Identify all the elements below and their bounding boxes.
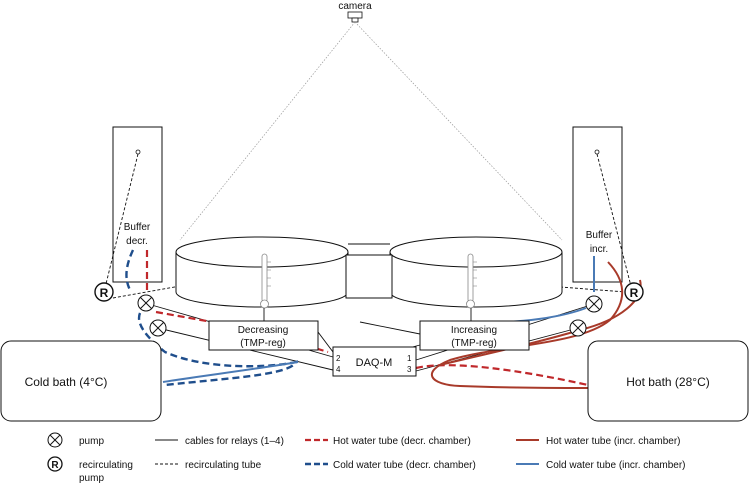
buffer-incr-sensor: [594, 149, 600, 155]
chamber-connector: [345, 254, 393, 299]
decreasing-regulator-box: [208, 320, 319, 351]
camera-view-lines: [179, 21, 563, 241]
buffer-decr-label-2: decr.: [126, 236, 148, 247]
increasing-label-1: Increasing: [451, 325, 497, 336]
increasing-chamber: [389, 252, 563, 308]
legend: pump R recirculating pump cables for rel…: [47, 432, 686, 484]
camera-label: camera: [338, 1, 372, 12]
legend-cold-decr-label: Cold water tube (decr. chamber): [333, 460, 476, 471]
recirculating-pump-icon: R: [624, 282, 644, 302]
increasing-label-2: (TMP-reg): [451, 338, 497, 349]
chambers: [175, 236, 563, 308]
thermometer-incr-icon: [466, 253, 477, 309]
daq-label: DAQ-M: [356, 357, 393, 369]
legend-hot-incr-label: Hot water tube (incr. chamber): [546, 436, 681, 447]
legend-hot-decr-label: Hot water tube (decr. chamber): [333, 436, 471, 447]
camera-icon: [347, 11, 363, 23]
decreasing-label-1: Decreasing: [238, 325, 289, 336]
recirculating-tubes: [103, 153, 633, 299]
pump-icon: [569, 319, 587, 337]
legend-recirc-pump-label-2: pump: [79, 473, 104, 484]
pump-icon: [149, 319, 167, 337]
buffer-decr-label-1: Buffer: [124, 222, 151, 233]
legend-cables-label: cables for relays (1–4): [185, 436, 284, 447]
hot-bath-box: [587, 340, 749, 422]
decreasing-label-2: (TMP-reg): [240, 338, 286, 349]
daq-pin-1: 1: [407, 354, 412, 363]
thermometer-decr-icon: [260, 253, 271, 309]
daq-pin-2: 2: [336, 354, 341, 363]
pump-icon: [137, 294, 155, 312]
legend-cold-incr-label: Cold water tube (incr. chamber): [546, 460, 686, 471]
cold-bath-box: [0, 340, 162, 422]
daq-pin-3: 3: [407, 365, 412, 374]
legend-recirc-tube-label: recirculating tube: [185, 460, 262, 471]
cold-bath-label: Cold bath (4°C): [25, 375, 108, 389]
svg-text:R: R: [630, 286, 639, 300]
buffer-decr-sensor: [135, 149, 141, 155]
buffer-incr-label-1: Buffer: [586, 230, 613, 241]
pump-icon: [585, 295, 603, 313]
hot-bath-label: Hot bath (28°C): [626, 375, 710, 389]
recirculating-pump-icon: R: [94, 282, 114, 302]
daq-pin-4: 4: [336, 365, 341, 374]
svg-text:R: R: [100, 286, 109, 300]
increasing-regulator-box: [419, 320, 530, 351]
legend-pump-icon: [47, 432, 63, 448]
legend-recirculating-pump-icon: R: [47, 456, 63, 472]
legend-recirc-pump-label-1: recirculating: [79, 460, 133, 471]
buffer-incr-label-2: incr.: [590, 244, 608, 255]
daq-box: [332, 346, 417, 377]
legend-pump-label: pump: [79, 436, 104, 447]
svg-text:R: R: [51, 460, 59, 471]
cold-water-tube-decr: [125, 249, 299, 387]
